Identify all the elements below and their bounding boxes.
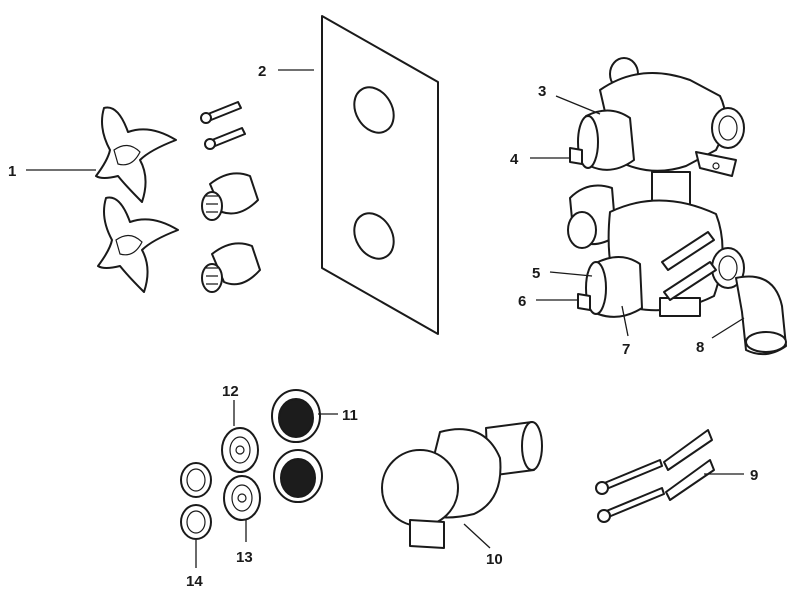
callout-1: 1 xyxy=(8,163,16,180)
callout-12: 12 xyxy=(222,383,239,400)
callout-11: 11 xyxy=(342,407,358,424)
leader-5 xyxy=(549,271,593,277)
check-valve-upper xyxy=(221,427,259,473)
long-screw-upper xyxy=(595,459,663,495)
small-screw-lower xyxy=(204,127,246,150)
leader-8 xyxy=(711,317,745,339)
callout-6: 6 xyxy=(518,293,526,310)
valve-body-assembly xyxy=(567,57,787,356)
callout-13: 13 xyxy=(236,549,253,566)
callout-8: 8 xyxy=(696,339,704,356)
sealing-ring-upper xyxy=(180,462,212,498)
sealing-ring-lower xyxy=(180,504,212,540)
spindle-adaptor-upper xyxy=(201,172,259,221)
cover-plate xyxy=(321,15,439,335)
wall-plug-left-lower xyxy=(665,459,715,501)
check-valve-lower xyxy=(223,475,261,521)
callout-14: 14 xyxy=(186,573,203,590)
wall-plug-left-upper xyxy=(663,429,713,471)
filter-washer-upper xyxy=(271,389,321,443)
callout-9: 9 xyxy=(750,467,758,484)
wall-plug-upper xyxy=(661,231,715,271)
wall-plug-lower xyxy=(663,261,717,301)
filter-washer-lower xyxy=(273,449,323,503)
callout-3: 3 xyxy=(538,83,546,100)
callout-7: 7 xyxy=(622,341,630,358)
wall-outlet-elbow xyxy=(381,421,543,549)
callout-4: 4 xyxy=(510,151,519,168)
long-screw-lower xyxy=(597,487,665,523)
small-screw-upper xyxy=(200,101,242,124)
cross-handle-upper xyxy=(95,106,177,203)
spindle-adaptor-lower xyxy=(201,242,261,293)
callout-5: 5 xyxy=(532,265,540,282)
leader-3 xyxy=(555,95,601,115)
leader-7 xyxy=(621,305,629,337)
cross-handle-lower xyxy=(97,196,179,293)
callout-2: 2 xyxy=(258,63,266,80)
leader-10 xyxy=(463,523,491,549)
callout-10: 10 xyxy=(486,551,503,568)
